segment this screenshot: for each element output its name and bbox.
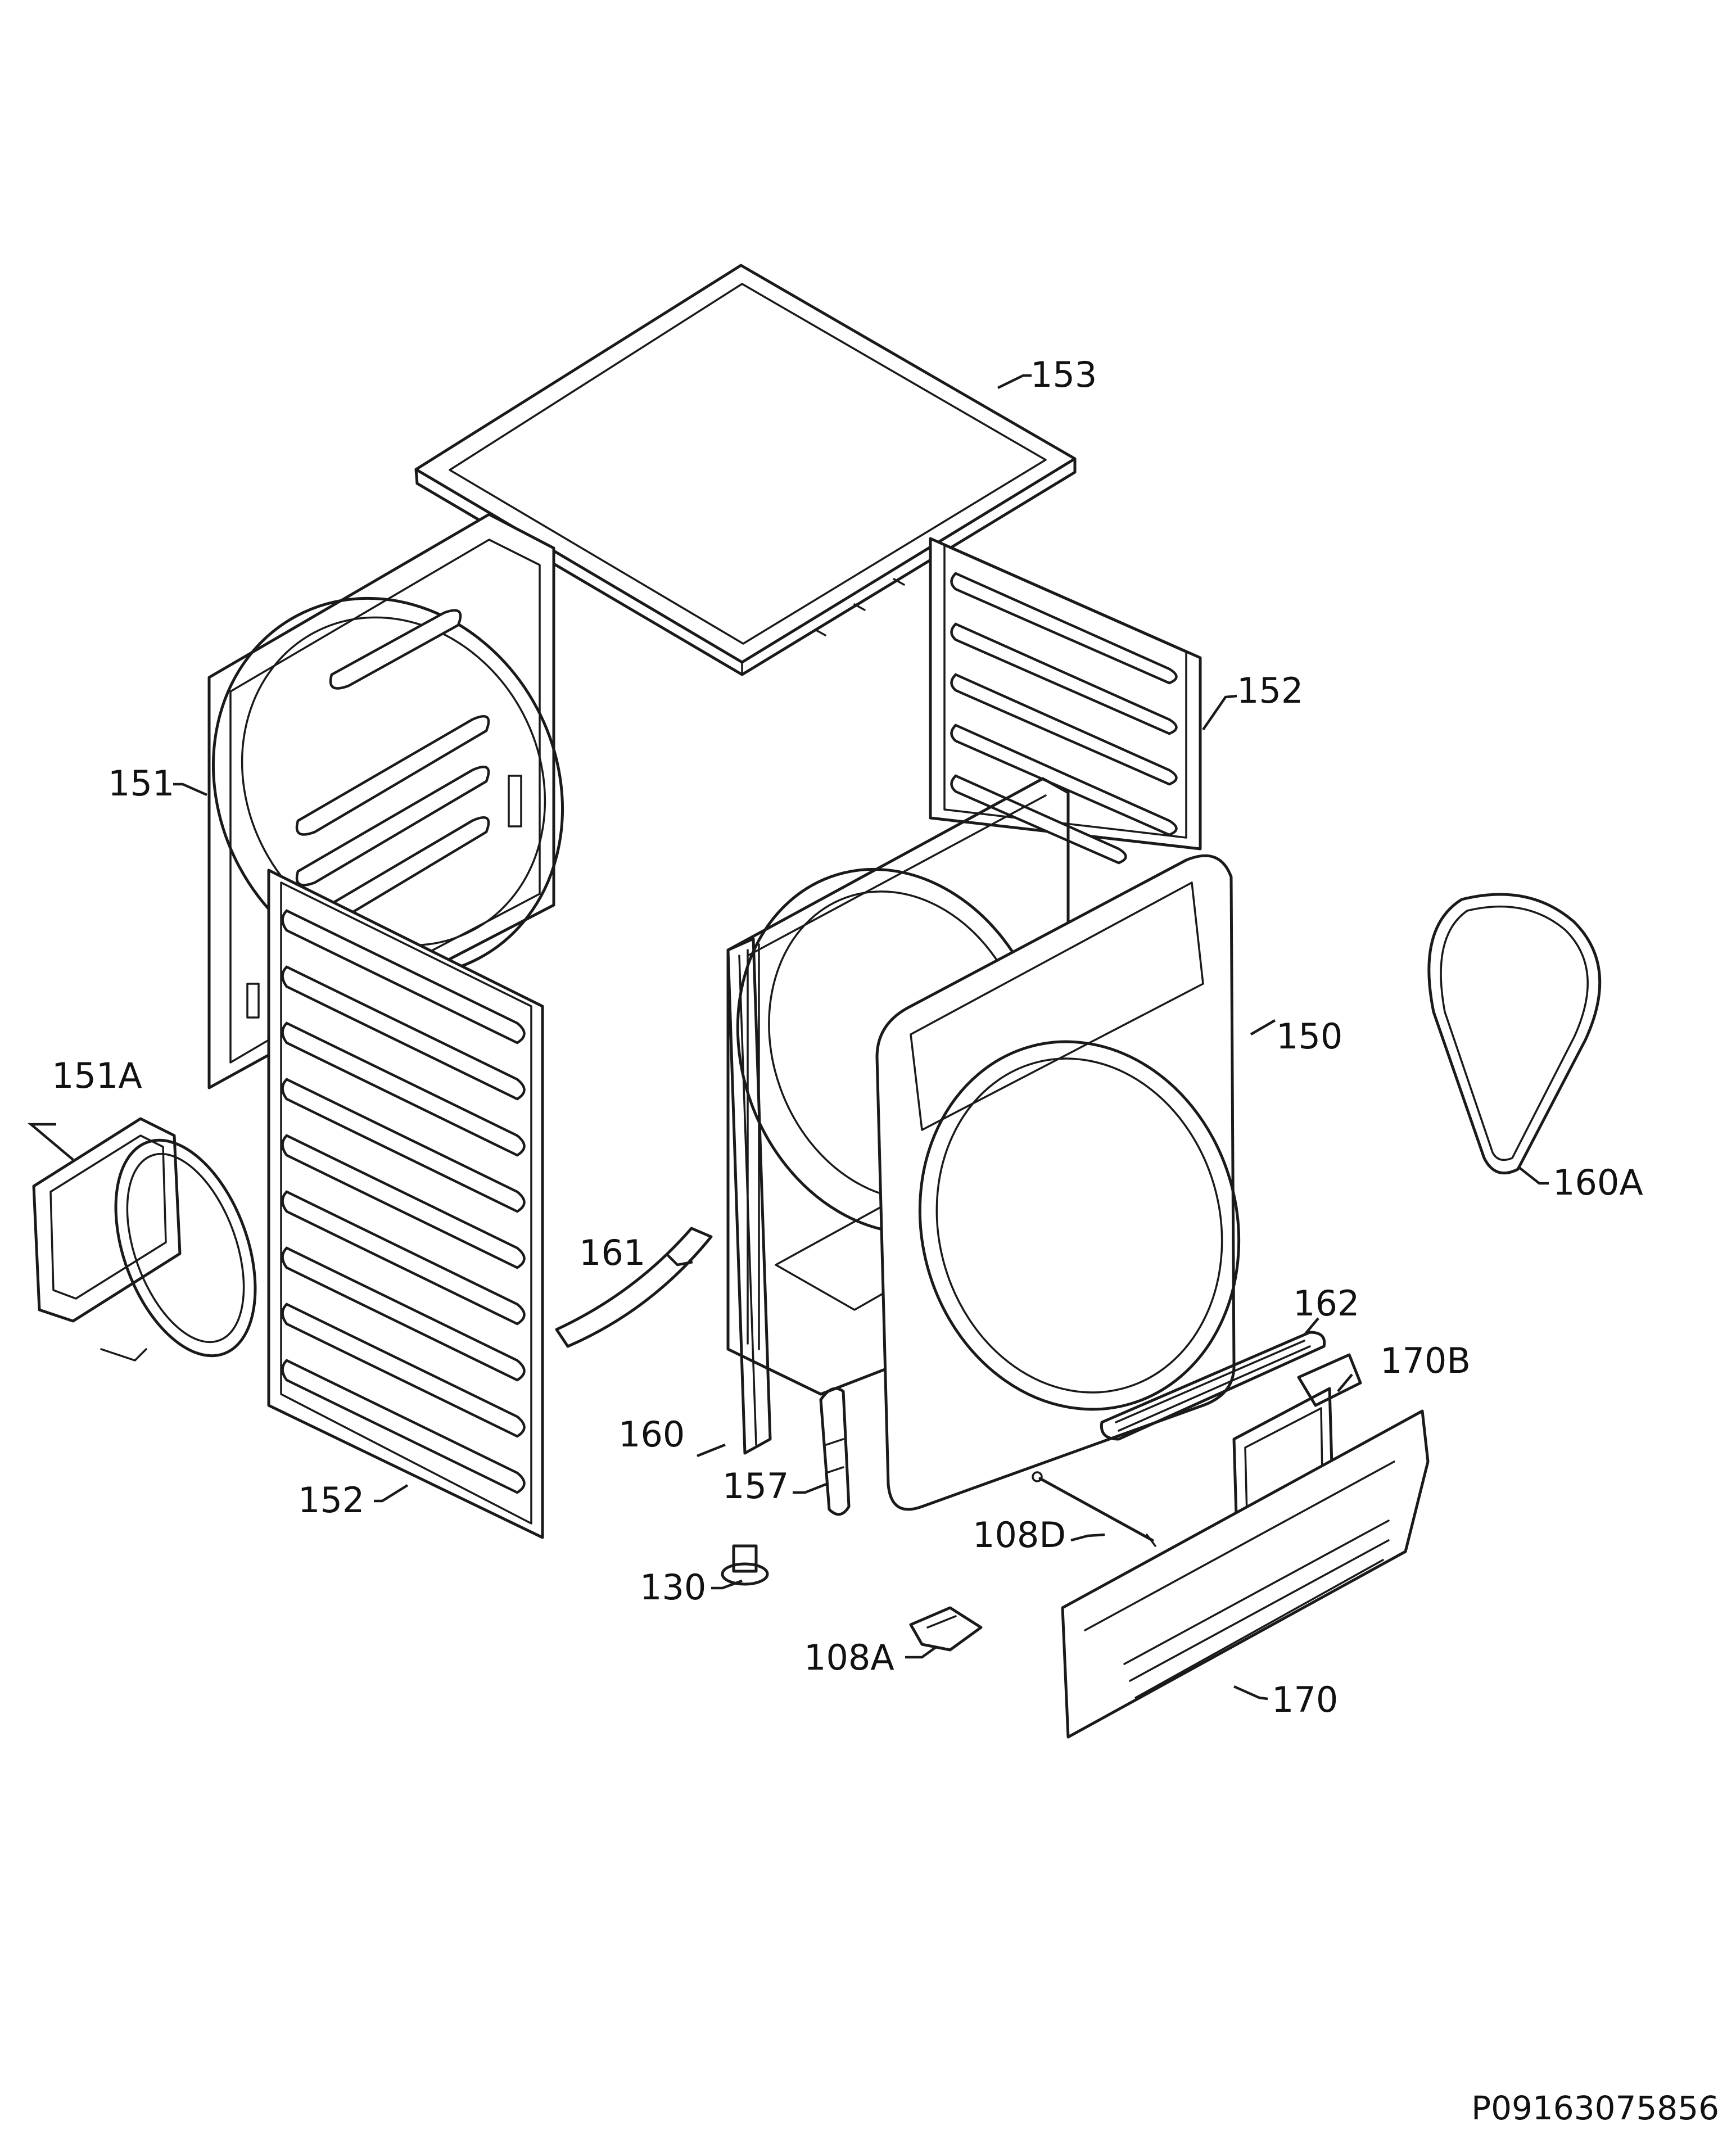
label-157: 157: [722, 1466, 789, 1507]
part-153-top-cover: [414, 264, 1077, 676]
part-108D-wire: [1032, 1471, 1156, 1547]
label-153: 153: [1030, 354, 1097, 395]
label-130: 130: [640, 1567, 706, 1608]
label-152-left: 152: [298, 1480, 364, 1521]
part-151-rear-panel: [207, 513, 564, 1089]
label-151A: 151A: [52, 1055, 142, 1096]
label-170B: 170B: [1380, 1340, 1471, 1381]
label-108D: 108D: [973, 1514, 1066, 1555]
part-160-upright: [726, 937, 772, 1455]
part-170-plinth: [1061, 1409, 1430, 1739]
label-170: 170: [1272, 1679, 1338, 1720]
part-160A-door-gasket: [1427, 893, 1602, 1175]
label-161: 161: [579, 1232, 645, 1273]
label-108A: 108A: [804, 1637, 894, 1678]
part-150-front-panel: [875, 854, 1241, 1511]
label-151: 151: [108, 763, 174, 804]
part-labels: 153 152 151 150 151A 160A 161 162 170B 1…: [52, 354, 1643, 1720]
part-162-seal: [1100, 1331, 1326, 1441]
part-108A-clip: [909, 1606, 983, 1652]
part-152-left-side-panel: [267, 869, 544, 1539]
drawing-code: P09163075856: [1471, 2089, 1719, 2127]
part-157-bracket: [819, 1387, 851, 1516]
label-160: 160: [618, 1414, 685, 1455]
part-161-strip: [555, 1227, 713, 1348]
part-130-foot: [721, 1544, 769, 1586]
label-160A: 160A: [1553, 1162, 1643, 1203]
leader-lines: [27, 374, 1549, 1701]
label-162: 162: [1293, 1283, 1359, 1324]
label-152-right: 152: [1237, 670, 1303, 711]
part-151A-rear-duct: [32, 1117, 257, 1362]
label-150: 150: [1276, 1016, 1342, 1057]
part-152-right-side-panel: [929, 537, 1202, 865]
